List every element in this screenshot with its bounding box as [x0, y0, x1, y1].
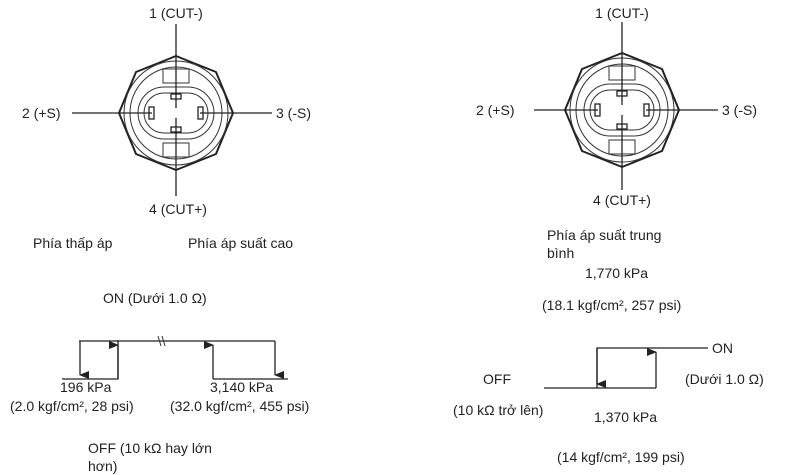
right-connector: 1 (CUT-) 2 (+S) 3 (-S) 4 (CUT+)	[476, 5, 757, 208]
left-connector: 1 (CUT-) 2 (+S) 3 (-S) 4 (CUT+)	[22, 5, 311, 217]
pin4-label: 4 (CUT+)	[149, 201, 207, 217]
high-pressure-units: (32.0 kgf/cm², 455 psi)	[170, 398, 309, 414]
high-side-label: Phía áp suất cao	[188, 235, 293, 251]
mid-side-label: Phía áp suất trung	[547, 227, 661, 243]
off-label: OFF	[483, 371, 511, 387]
on-label: ON	[712, 340, 733, 356]
mid-side-label-cont: bình	[547, 245, 574, 261]
pin2-label: 2 (+S)	[22, 105, 61, 121]
on-resistance: (Dưới 1.0 Ω)	[685, 371, 764, 387]
pin4-label: 4 (CUT+)	[593, 192, 651, 208]
pin3-label: 3 (-S)	[276, 105, 311, 121]
off-pressure-units: (14 kgf/cm², 199 psi)	[557, 449, 685, 465]
pin1-label: 1 (CUT-)	[149, 5, 203, 21]
off-resistance: (10 kΩ trở lên)	[453, 402, 543, 418]
low-pressure-value: 196 kPa	[60, 379, 112, 395]
pin3-label: 3 (-S)	[722, 102, 757, 118]
left-switch-chart: Phía thấp áp Phía áp suất cao ON (Dưới 1…	[10, 235, 309, 474]
low-side-label: Phía thấp áp	[33, 235, 113, 251]
break-mark	[157, 335, 166, 347]
off-pressure-value: 1,370 kPa	[594, 409, 657, 425]
pin2-label: 2 (+S)	[476, 102, 515, 118]
off-label-cont: hơn)	[88, 458, 117, 474]
on-pressure-value: 1,770 kPa	[585, 265, 648, 281]
off-label: OFF (10 kΩ hay lớn	[88, 440, 212, 456]
low-pressure-units: (2.0 kgf/cm², 28 psi)	[10, 398, 134, 414]
right-switch-chart: Phía áp suất trung bình 1,770 kPa (18.1 …	[453, 227, 764, 465]
on-pressure-units: (18.1 kgf/cm², 257 psi)	[542, 297, 681, 313]
high-pressure-value: 3,140 kPa	[210, 379, 273, 395]
on-label: ON (Dưới 1.0 Ω)	[103, 290, 207, 306]
pin1-label: 1 (CUT-)	[595, 5, 649, 21]
